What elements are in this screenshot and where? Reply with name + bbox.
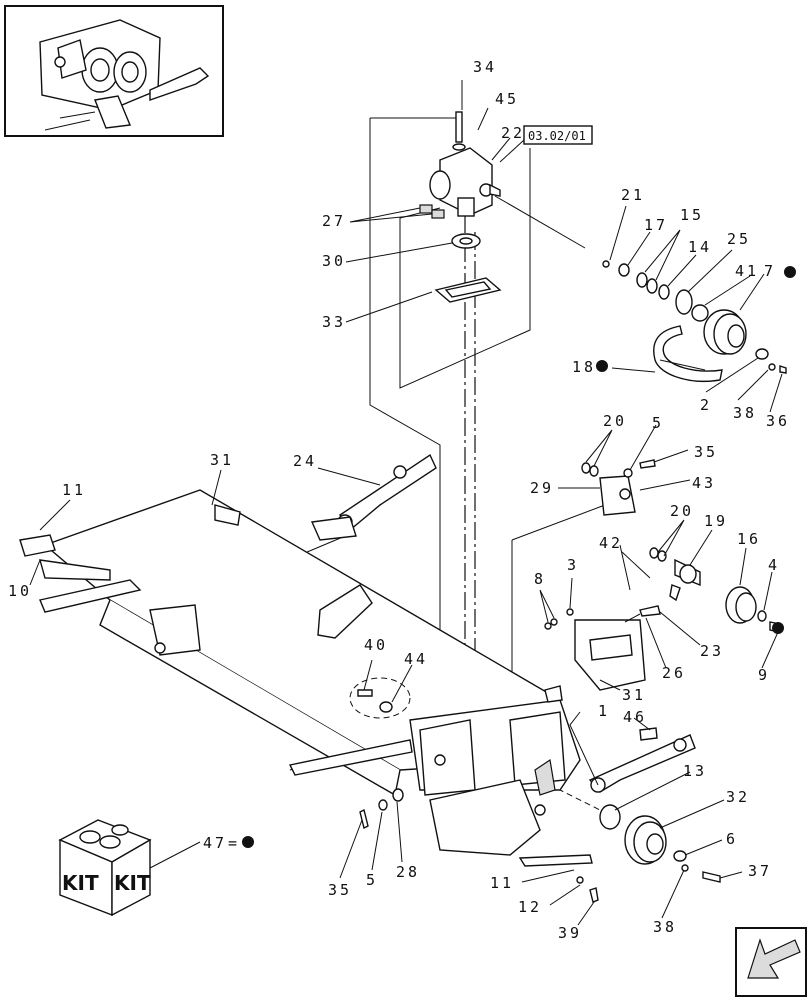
- callout-23[interactable]: 23: [700, 642, 724, 660]
- callout-21[interactable]: 21: [621, 186, 645, 204]
- callout-37[interactable]: 37: [748, 862, 772, 880]
- callout-22[interactable]: 22: [501, 124, 525, 142]
- callout-44[interactable]: 44: [404, 650, 428, 668]
- callout-20-upper[interactable]: 20: [603, 412, 627, 430]
- callout-9[interactable]: 9: [758, 666, 770, 684]
- callout-8[interactable]: 8: [534, 570, 546, 588]
- callout-35-upper[interactable]: 35: [694, 443, 718, 461]
- callout-31-bracket[interactable]: 31: [622, 686, 646, 704]
- callout-40[interactable]: 40: [364, 636, 388, 654]
- upper-pulley-assembly: [602, 260, 787, 382]
- kit-marker-dots: [242, 266, 796, 848]
- callout-41[interactable]: 41: [735, 262, 759, 280]
- callout-6[interactable]: 6: [726, 830, 738, 848]
- callout-33[interactable]: 33: [322, 313, 346, 331]
- kit-label-right: KIT: [114, 871, 151, 895]
- callout-16[interactable]: 16: [737, 530, 761, 548]
- callout-46[interactable]: 46: [623, 708, 647, 726]
- kit-box: KIT KIT: [58, 819, 201, 917]
- next-page-arrow-icon[interactable]: [735, 927, 807, 997]
- thumbnail-assembly-drawing: [39, 19, 210, 131]
- callout-14[interactable]: 14: [688, 238, 712, 256]
- callout-5-upper[interactable]: 5: [652, 414, 664, 432]
- lower-hardware: [349, 677, 599, 903]
- callout-47-equals: =: [228, 834, 240, 852]
- kit-label-left: KIT: [62, 871, 99, 895]
- callout-36[interactable]: 36: [766, 412, 790, 430]
- kit-marker-dot-9: [772, 622, 784, 634]
- thumbnail-inset: [4, 5, 224, 137]
- callout-5-lower[interactable]: 5: [366, 871, 378, 889]
- callout-27[interactable]: 27: [322, 212, 346, 230]
- lower-pulley-assembly: [599, 804, 721, 883]
- callout-1[interactable]: 1: [598, 702, 610, 720]
- callout-28[interactable]: 28: [396, 863, 420, 881]
- tensioner-assembly: [544, 459, 781, 691]
- callout-leaders: [29, 80, 783, 926]
- kit-marker-dot-18: [596, 360, 608, 372]
- callout-11-lower[interactable]: 11: [490, 874, 514, 892]
- callout-4[interactable]: 4: [768, 556, 780, 574]
- callout-43[interactable]: 43: [692, 474, 716, 492]
- callout-38-lower[interactable]: 38: [653, 918, 677, 936]
- callout-42[interactable]: 42: [599, 534, 623, 552]
- callout-45[interactable]: 45: [495, 90, 519, 108]
- callout-24[interactable]: 24: [293, 452, 317, 470]
- reference-label: 03.02/01: [528, 129, 586, 143]
- callout-47[interactable]: 47: [203, 834, 227, 852]
- callout-25[interactable]: 25: [727, 230, 751, 248]
- callout-26[interactable]: 26: [662, 664, 686, 682]
- callout-12[interactable]: 12: [518, 898, 542, 916]
- kit-marker-dot-47: [242, 836, 254, 848]
- callout-labels: 34 45 22 27 30 33 21 17 15 14 25 41 7 18…: [8, 58, 790, 942]
- callout-19[interactable]: 19: [704, 512, 728, 530]
- callout-29[interactable]: 29: [530, 479, 554, 497]
- callout-7[interactable]: 7: [764, 262, 776, 280]
- kit-marker-dot-7: [784, 266, 796, 278]
- callout-31-frame[interactable]: 31: [210, 451, 234, 469]
- callout-39[interactable]: 39: [558, 924, 582, 942]
- callout-15[interactable]: 15: [680, 206, 704, 224]
- reference-box[interactable]: 03.02/01: [523, 125, 593, 145]
- callout-2[interactable]: 2: [700, 396, 712, 414]
- callout-35-lower[interactable]: 35: [328, 881, 352, 899]
- callout-18[interactable]: 18: [572, 358, 596, 376]
- callout-34[interactable]: 34: [473, 58, 497, 76]
- callout-11-left[interactable]: 11: [62, 481, 86, 499]
- main-frame: [19, 489, 581, 856]
- callout-3[interactable]: 3: [567, 556, 579, 574]
- callout-20-lower[interactable]: 20: [670, 502, 694, 520]
- callout-38-upper[interactable]: 38: [733, 404, 757, 422]
- callout-32[interactable]: 32: [726, 788, 750, 806]
- callout-17[interactable]: 17: [644, 216, 668, 234]
- callout-30[interactable]: 30: [322, 252, 346, 270]
- gearbox: [419, 111, 502, 303]
- link-arm-1: [588, 727, 696, 793]
- arm-24: [310, 453, 437, 541]
- callout-13[interactable]: 13: [683, 762, 707, 780]
- callout-10[interactable]: 10: [8, 582, 32, 600]
